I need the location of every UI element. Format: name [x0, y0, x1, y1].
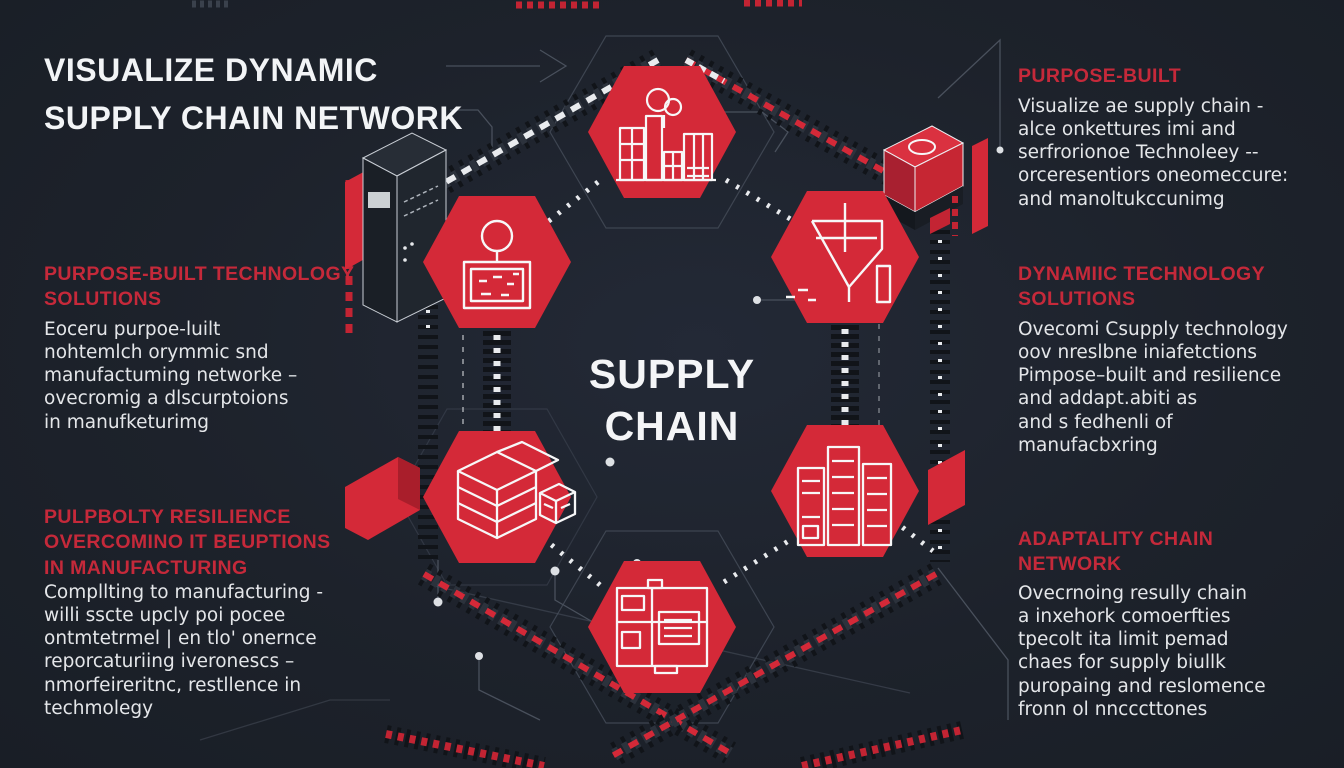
dotted-connectors: [543, 177, 935, 587]
center-label: SUPPLY CHAIN: [588, 351, 756, 450]
node-lower-left-package: [423, 431, 577, 563]
chain-fragments: [192, 0, 964, 768]
right-section-3-body: Ovecrnoing resully chain a inxehork como…: [1018, 583, 1266, 720]
isometric-machine-right: [882, 125, 988, 525]
package-boxes-icon: [456, 440, 577, 540]
node-bottom-floorplan: [588, 561, 736, 693]
right-section-1-body: Visualize ae supply chain - alce onkettu…: [1018, 96, 1289, 210]
right-section-3-heading: ADAPTALITY CHAIN NETWORK: [1018, 528, 1214, 576]
node-upper-right-filter: [771, 191, 919, 323]
node-lower-right-servers: [771, 425, 919, 557]
left-section-1-heading: PURPOSE-BUILT TECHNOLOGY SOLUTIONS: [44, 263, 355, 311]
page-title: VISUALIZE DYNAMIC SUPPLY CHAIN NETWORK: [44, 52, 463, 136]
left-section-2-body: Compllting to manufacturing - willi ssct…: [44, 582, 324, 719]
left-section-1-body: Eoceru purpoe-luilt nohtemlch orymmic sn…: [44, 319, 298, 433]
node-upper-left-inspection: [423, 196, 571, 328]
right-section-2-heading: DYNAMIIC TECHNOLOGY SOLUTIONS: [1018, 263, 1266, 311]
dashed-guides: [462, 215, 880, 556]
funnel-filter-icon: [786, 203, 892, 304]
city-buildings-icon: [616, 87, 716, 182]
server-racks-icon: [796, 445, 893, 547]
right-section-1-heading: PURPOSE-BUILT: [1018, 65, 1182, 87]
node-top-factory: [588, 66, 736, 198]
chain-edge-bottom-right: [606, 563, 942, 767]
floor-plan-icon: [615, 578, 709, 675]
location-pin-box-icon: [462, 219, 532, 310]
hexagon-nodes: [423, 66, 919, 693]
right-section-2-body: Ovecomi Csupply technology oov nreslbne …: [1018, 319, 1288, 456]
left-section-2-heading: PULPBOLTY RESILIENCE OVERCOMINO IT BEUPT…: [44, 506, 331, 579]
